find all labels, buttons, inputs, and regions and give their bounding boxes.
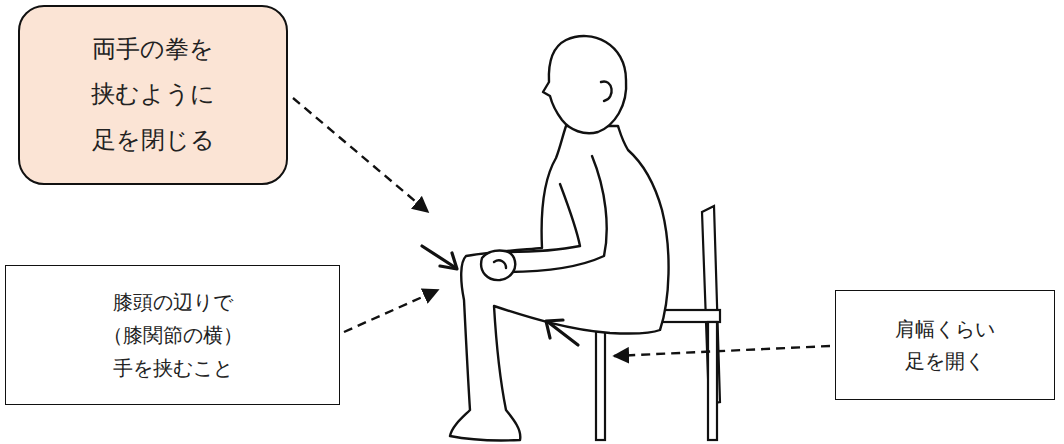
note-box: 膝頭の辺りで （膝関節の横） 手を挟むこと	[5, 265, 340, 405]
hands	[481, 251, 515, 281]
person	[450, 36, 669, 440]
arm	[504, 156, 607, 272]
callout-box: 両手の拳を 挟むように 足を閉じる	[18, 5, 288, 185]
callout-text: 肩幅くらい 足を開く	[895, 313, 995, 377]
callout-text: 両手の拳を 挟むように 足を閉じる	[91, 27, 215, 164]
leader-lines	[293, 98, 830, 356]
head	[543, 36, 626, 133]
body-outline	[450, 126, 669, 440]
note-box: 肩幅くらい 足を開く	[835, 290, 1055, 400]
hand-line	[494, 260, 506, 268]
callout-text: 膝頭の辺りで （膝関節の横） 手を挟むこと	[103, 286, 243, 385]
ear	[601, 81, 612, 101]
knee-arrows	[422, 246, 578, 345]
